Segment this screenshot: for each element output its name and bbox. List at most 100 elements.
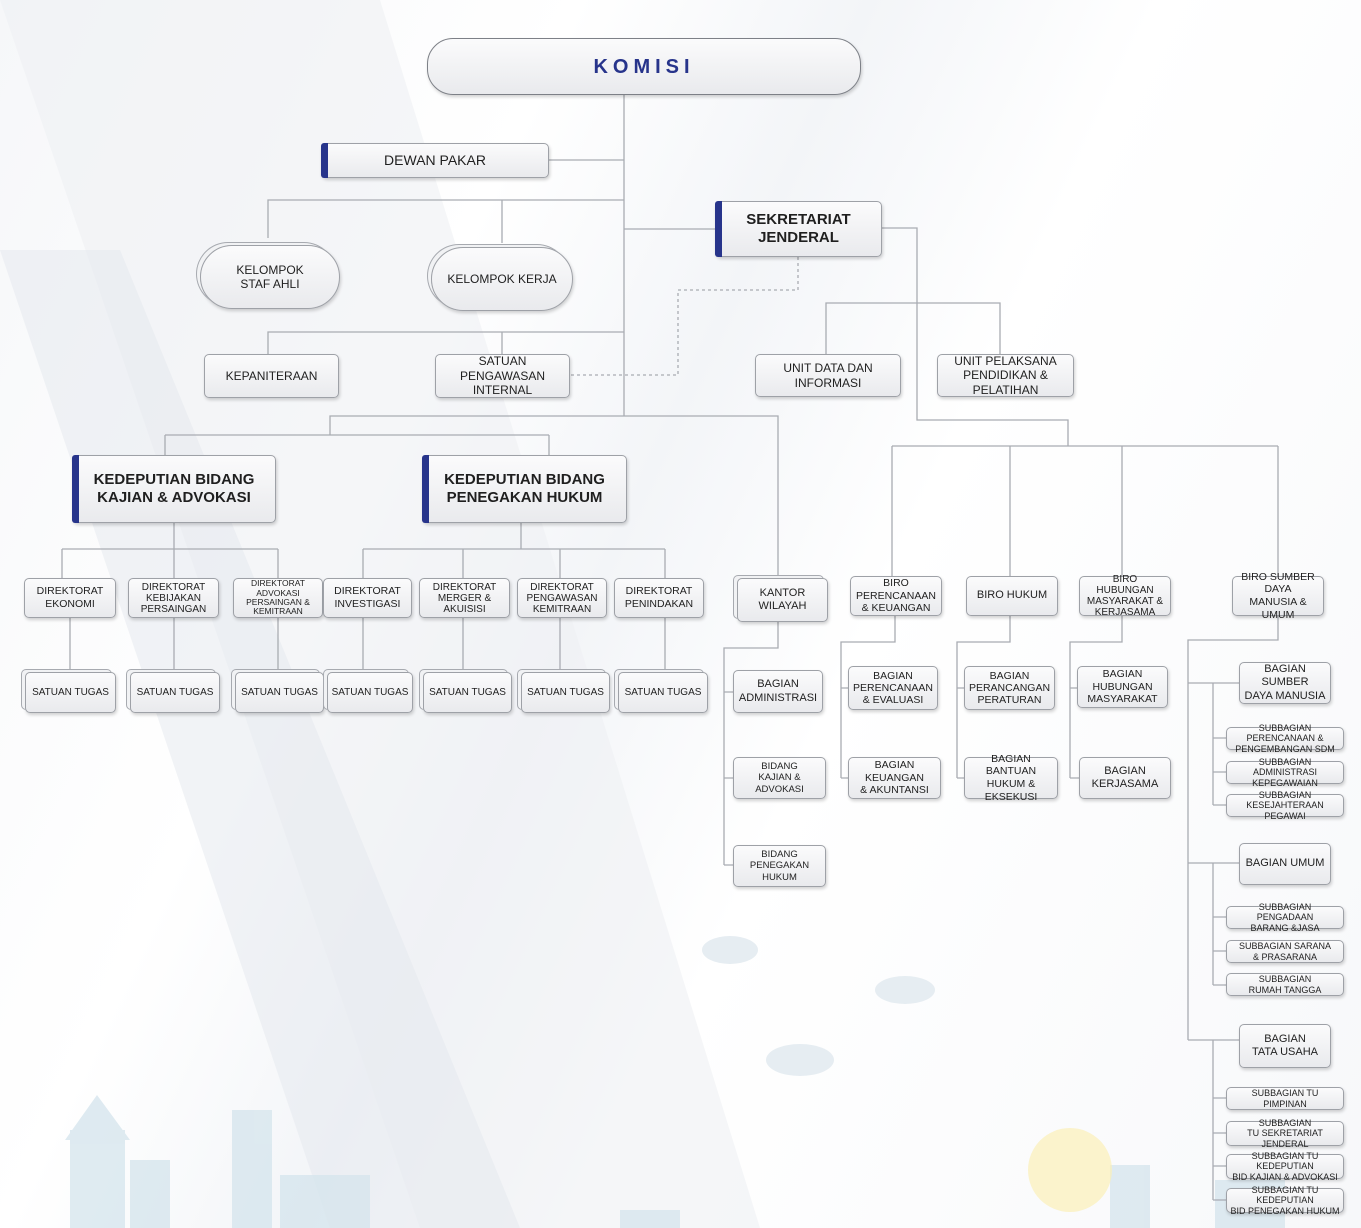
- satuan-tugas-box: SATUAN TUGAS: [235, 672, 324, 713]
- biro-hubungan-masyarakat-label: BIRO HUBUNGAN MASYARAKAT & KERJASAMA: [1086, 574, 1164, 618]
- satuan-tugas-label: SATUAN TUGAS: [429, 686, 506, 698]
- kedeputian-penegakan-hukum-label: KEDEPUTIAN BIDANG PENEGAKAN HUKUM: [444, 471, 605, 506]
- komisi-box: KOMISI: [427, 38, 861, 95]
- kedeputian-penegakan-hukum-box: KEDEPUTIAN BIDANG PENEGAKAN HUKUM: [422, 455, 627, 523]
- satuan-tugas-box: SATUAN TUGAS: [521, 672, 610, 713]
- direktorat-investigasi-box: DIREKTORAT INVESTIGASI: [323, 578, 412, 618]
- kelompok-kerja-label: KELOMPOK KERJA: [447, 271, 557, 286]
- bidang-kajian-advokasi-box: BIDANG KAJIAN & ADVOKASI: [733, 757, 826, 799]
- direktorat-pengawasan-kemitraan-box: DIREKTORAT PENGAWASAN KEMITRAAN: [517, 578, 607, 618]
- bagian-perancangan-peraturan-label: BAGIAN PERANCANGAN PERATURAN: [968, 669, 1051, 707]
- kelompok-staf-ahli-box: KELOMPOK STAF AHLI: [200, 245, 340, 309]
- unit-pelaksana-diklat-label: UNIT PELAKSANA PENDIDIKAN & PELATIHAN: [954, 353, 1057, 397]
- satuan-pengawasan-internal-label: SATUAN PENGAWASAN INTERNAL: [459, 354, 546, 398]
- direktorat-advokasi-box: DIREKTORAT ADVOKASI PERSAINGAN & KEMITRA…: [233, 578, 323, 618]
- bagian-tata-usaha-label: BAGIAN TATA USAHA: [1251, 1032, 1318, 1058]
- unit-pelaksana-diklat-box: UNIT PELAKSANA PENDIDIKAN & PELATIHAN: [937, 354, 1074, 397]
- direktorat-ekonomi-label: DIREKTORAT EKONOMI: [36, 585, 104, 610]
- satuan-tugas-label: SATUAN TUGAS: [331, 686, 409, 698]
- bagian-bantuan-hukum-label: BAGIAN BANTUAN HUKUM & EKSEKUSI: [984, 752, 1038, 803]
- satuan-tugas-label: SATUAN TUGAS: [32, 686, 109, 698]
- direktorat-penindakan-box: DIREKTORAT PENINDAKAN: [614, 578, 704, 618]
- komisi-label: KOMISI: [593, 55, 695, 78]
- bagian-perencanaan-evaluasi-box: BAGIAN PERENCANAAN & EVALUASI: [848, 666, 938, 710]
- dewan-pakar-label: DEWAN PAKAR: [384, 152, 486, 169]
- biro-sdm-umum-box: BIRO SUMBER DAYA MANUSIA & UMUM: [1232, 571, 1324, 621]
- biro-perencanaan-keuangan-box: BIRO PERENCANAAN & KEUANGAN: [850, 576, 942, 616]
- kelompok-staf-ahli-label: KELOMPOK STAF AHLI: [236, 262, 304, 291]
- kantor-wilayah-box: KANTOR WILAYAH: [737, 578, 828, 622]
- subbagian-administrasi-kepegawaian-box: SUBBAGIAN ADMINISTRASI KEPEGAWAIAN: [1226, 757, 1344, 788]
- bagian-administrasi-label: BAGIAN ADMINISTRASI: [738, 678, 818, 704]
- subbagian-kesejahteraan-pegawai-label: SUBBAGIAN KESEJAHTERAAN PEGAWAI: [1246, 789, 1324, 821]
- satuan-tugas-box: SATUAN TUGAS: [130, 672, 220, 713]
- kelompok-kerja-box: KELOMPOK KERJA: [431, 247, 573, 311]
- unit-data-informasi-box: UNIT DATA DAN INFORMASI: [755, 354, 901, 397]
- subbagian-tu-kedeputian-penegakan-label: SUBBAGIAN TU KEDEPUTIAN BID PENEGAKAN HU…: [1230, 1184, 1340, 1216]
- subbagian-tu-kedeputian-kajian-box: SUBBAGIAN TU KEDEPUTIAN BID KAJIAN & ADV…: [1226, 1150, 1344, 1182]
- bagian-administrasi-box: BAGIAN ADMINISTRASI: [733, 670, 823, 713]
- unit-data-informasi-label: UNIT DATA DAN INFORMASI: [783, 361, 873, 390]
- bagian-umum-label: BAGIAN UMUM: [1245, 857, 1325, 870]
- kedeputian-kajian-advokasi-box: KEDEPUTIAN BIDANG KAJIAN & ADVOKASI: [72, 455, 276, 523]
- satuan-tugas-label: SATUAN TUGAS: [527, 686, 604, 698]
- subbagian-tu-sekjen-label: SUBBAGIAN TU SEKRETARIAT JENDERAL: [1247, 1117, 1323, 1149]
- kepaniteraan-label: KEPANITERAAN: [225, 368, 318, 383]
- subbagian-perencanaan-sdm-label: SUBBAGIAN PERENCANAAN & PENGEMBANGAN SDM: [1235, 722, 1335, 754]
- biro-hukum-label: BIRO HUKUM: [976, 589, 1048, 602]
- bidang-penegakan-hukum-label: BIDANG PENEGAKAN HUKUM: [749, 848, 810, 883]
- direktorat-kebijakan-persaingan-box: DIREKTORAT KEBIJAKAN PERSAINGAN: [128, 578, 219, 618]
- bagian-hubungan-masyarakat-box: BAGIAN HUBUNGAN MASYARAKAT: [1077, 666, 1168, 708]
- kedeputian-kajian-advokasi-label: KEDEPUTIAN BIDANG KAJIAN & ADVOKASI: [93, 471, 255, 506]
- dewan-pakar-box: DEWAN PAKAR: [321, 143, 549, 178]
- bagian-keuangan-akuntansi-label: BAGIAN KEUANGAN & AKUNTANSI: [860, 759, 929, 797]
- bagian-umum-box: BAGIAN UMUM: [1239, 843, 1331, 885]
- subbagian-pengadaan-label: SUBBAGIAN PENGADAAN BARANG &JASA: [1250, 901, 1320, 933]
- bagian-perencanaan-evaluasi-label: BAGIAN PERENCANAAN & EVALUASI: [853, 669, 933, 707]
- sekretariat-jenderal-label: SEKRETARIAT JENDERAL: [746, 211, 851, 246]
- direktorat-merger-akuisisi-box: DIREKTORAT MERGER & AKUISISI: [419, 578, 510, 618]
- subbagian-kesejahteraan-pegawai-box: SUBBAGIAN KESEJAHTERAAN PEGAWAI: [1226, 790, 1344, 821]
- biro-sdm-umum-label: BIRO SUMBER DAYA MANUSIA & UMUM: [1241, 570, 1315, 621]
- subbagian-administrasi-kepegawaian-label: SUBBAGIAN ADMINISTRASI KEPEGAWAIAN: [1252, 756, 1318, 788]
- subbagian-tu-pimpinan-label: SUBBAGIAN TU PIMPINAN: [1251, 1088, 1319, 1109]
- bagian-sdm-label: BAGIAN SUMBER DAYA MANUSIA: [1244, 663, 1326, 702]
- kantor-wilayah-label: KANTOR WILAYAH: [758, 586, 807, 612]
- satuan-tugas-box: SATUAN TUGAS: [327, 672, 413, 713]
- direktorat-kebijakan-persaingan-label: DIREKTORAT KEBIJAKAN PERSAINGAN: [140, 581, 207, 615]
- subbagian-tu-kedeputian-kajian-label: SUBBAGIAN TU KEDEPUTIAN BID KAJIAN & ADV…: [1232, 1150, 1338, 1182]
- satuan-pengawasan-internal-box: SATUAN PENGAWASAN INTERNAL: [435, 354, 570, 398]
- bagian-perancangan-peraturan-box: BAGIAN PERANCANGAN PERATURAN: [964, 666, 1055, 710]
- bidang-penegakan-hukum-box: BIDANG PENEGAKAN HUKUM: [733, 845, 826, 887]
- direktorat-ekonomi-box: DIREKTORAT EKONOMI: [24, 578, 116, 618]
- satuan-tugas-box: SATUAN TUGAS: [25, 672, 116, 713]
- biro-perencanaan-keuangan-label: BIRO PERENCANAAN & KEUANGAN: [856, 577, 936, 615]
- bidang-kajian-advokasi-label: BIDANG KAJIAN & ADVOKASI: [755, 760, 804, 795]
- satuan-tugas-label: SATUAN TUGAS: [241, 686, 318, 698]
- subbagian-tu-kedeputian-penegakan-box: SUBBAGIAN TU KEDEPUTIAN BID PENEGAKAN HU…: [1226, 1184, 1344, 1216]
- subbagian-rumah-tangga-label: SUBBAGIAN RUMAH TANGGA: [1248, 974, 1322, 995]
- sekretariat-jenderal-box: SEKRETARIAT JENDERAL: [715, 201, 882, 257]
- bagian-kerjasama-label: BAGIAN KERJASAMA: [1091, 764, 1159, 790]
- subbagian-rumah-tangga-box: SUBBAGIAN RUMAH TANGGA: [1226, 973, 1344, 996]
- subbagian-tu-pimpinan-box: SUBBAGIAN TU PIMPINAN: [1226, 1087, 1344, 1110]
- bagian-bantuan-hukum-box: BAGIAN BANTUAN HUKUM & EKSEKUSI: [964, 753, 1058, 803]
- direktorat-merger-akuisisi-label: DIREKTORAT MERGER & AKUISISI: [432, 581, 497, 615]
- direktorat-investigasi-label: DIREKTORAT INVESTIGASI: [334, 585, 401, 610]
- bagian-hubungan-masyarakat-label: BAGIAN HUBUNGAN MASYARAKAT: [1087, 668, 1158, 706]
- satuan-tugas-label: SATUAN TUGAS: [624, 686, 702, 698]
- subbagian-sarana-prasarana-box: SUBBAGIAN SARANA & PRASARANA: [1226, 940, 1344, 963]
- subbagian-pengadaan-box: SUBBAGIAN PENGADAAN BARANG &JASA: [1226, 902, 1344, 933]
- biro-hubungan-masyarakat-box: BIRO HUBUNGAN MASYARAKAT & KERJASAMA: [1079, 574, 1171, 618]
- subbagian-tu-sekjen-box: SUBBAGIAN TU SEKRETARIAT JENDERAL: [1226, 1117, 1344, 1149]
- subbagian-sarana-prasarana-label: SUBBAGIAN SARANA & PRASARANA: [1238, 941, 1332, 962]
- direktorat-penindakan-label: DIREKTORAT PENINDAKAN: [624, 585, 694, 610]
- bagian-keuangan-akuntansi-box: BAGIAN KEUANGAN & AKUNTANSI: [848, 757, 941, 799]
- direktorat-pengawasan-kemitraan-label: DIREKTORAT PENGAWASAN KEMITRAAN: [526, 581, 598, 615]
- satuan-tugas-box: SATUAN TUGAS: [423, 672, 512, 713]
- subbagian-perencanaan-sdm-box: SUBBAGIAN PERENCANAAN & PENGEMBANGAN SDM: [1226, 723, 1344, 754]
- direktorat-advokasi-label: DIREKTORAT ADVOKASI PERSAINGAN & KEMITRA…: [246, 578, 310, 617]
- satuan-tugas-box: SATUAN TUGAS: [618, 672, 708, 713]
- biro-hukum-box: BIRO HUKUM: [966, 576, 1058, 616]
